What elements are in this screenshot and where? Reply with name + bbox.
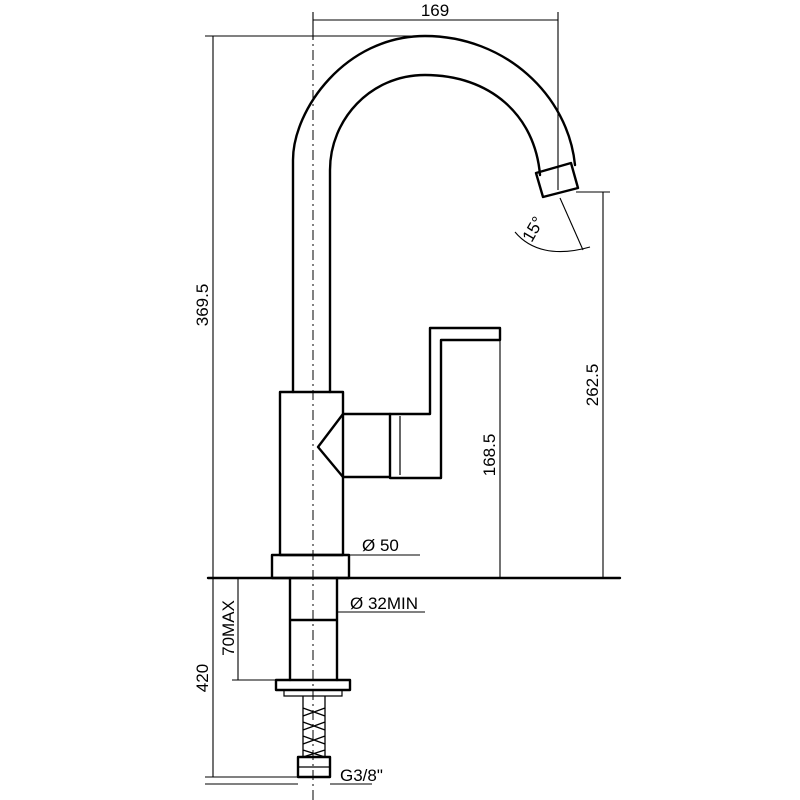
- body-cylinder: [278, 390, 345, 557]
- dim-connection: G3/8": [340, 766, 383, 785]
- faucet-outline: [206, 30, 622, 800]
- dim-outlet-height: 262.5: [583, 364, 602, 407]
- dim-total-height: 369.5: [193, 284, 212, 327]
- dim-lever-height: 168.5: [480, 434, 499, 477]
- dim-base-diameter: Ø 50: [362, 536, 399, 555]
- hose-connector: [296, 755, 332, 779]
- spout-outer: [291, 34, 577, 394]
- dim-spout-reach: 169: [421, 1, 449, 20]
- spout-nozzle: [534, 161, 580, 199]
- dim-deck-thickness: 70MAX: [219, 600, 238, 656]
- lever-handle: [388, 326, 502, 480]
- dim-hose-length: 420: [193, 664, 212, 692]
- dim-hole-diameter: Ø 32MIN: [350, 594, 418, 613]
- flex-hose: [302, 696, 326, 758]
- lever-connector: [316, 412, 392, 479]
- fixing-washer: [283, 689, 343, 697]
- fixing-nut: [274, 678, 352, 692]
- base-ring: [270, 553, 351, 580]
- spout-inner: [328, 73, 542, 394]
- dimension-lines: [205, 12, 610, 785]
